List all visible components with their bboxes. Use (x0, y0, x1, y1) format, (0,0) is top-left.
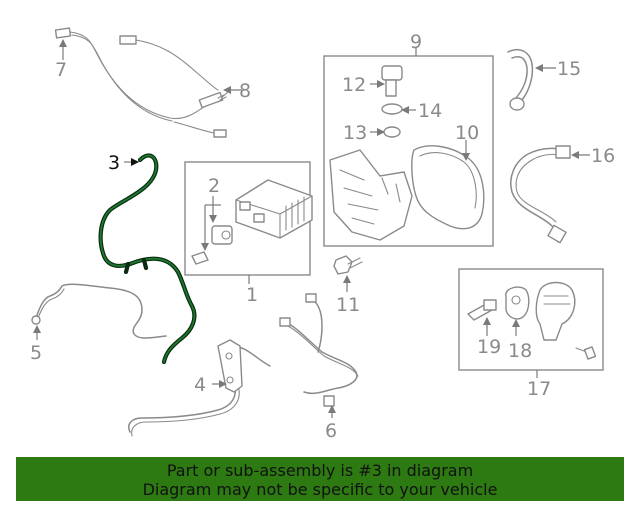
callout-5: 5 (30, 342, 42, 364)
part-15-hose: 15 (507, 48, 581, 111)
callout-1: 1 (246, 284, 258, 306)
callout-6: 6 (325, 420, 337, 442)
part-7-8-sensor-harness: 7 8 (54, 27, 251, 138)
part-5-tube: 5 (30, 283, 167, 364)
banner-line-1: Part or sub-assembly is #3 in diagram (166, 461, 474, 480)
callout-2: 2 (208, 175, 220, 197)
callout-17: 17 (527, 378, 551, 400)
callout-8: 8 (239, 80, 251, 102)
callout-4: 4 (194, 374, 206, 396)
parts-diagram: 7 8 3 5 2 1 (30, 27, 615, 442)
part-3-vacuum-hose-highlighted: 3 (98, 152, 197, 365)
banner-line-2: Diagram may not be specific to your vehi… (142, 480, 498, 499)
callout-16: 16 (591, 145, 615, 167)
part-1-canister-box: 2 1 (184, 161, 313, 306)
part-9-cover-box: 9 12 14 13 10 (323, 31, 494, 247)
callout-15: 15 (557, 58, 581, 80)
callout-11: 11 (336, 294, 360, 316)
part-16-tube: 16 (510, 145, 615, 244)
part-11-bolt: 11 (333, 255, 363, 316)
callout-19: 19 (477, 336, 501, 358)
part-4-bracket-tube: 4 (128, 339, 271, 437)
callout-18: 18 (508, 340, 532, 362)
callout-7: 7 (55, 59, 67, 81)
callout-9: 9 (410, 31, 422, 53)
part-17-valve-box: 19 18 17 (458, 268, 604, 400)
callout-13: 13 (343, 122, 367, 144)
callout-14: 14 (418, 100, 442, 122)
callout-12: 12 (342, 74, 366, 96)
callout-10: 10 (455, 122, 479, 144)
part-6-tube: 6 (279, 293, 359, 442)
callout-3: 3 (108, 152, 120, 174)
disclaimer-banner: Part or sub-assembly is #3 in diagram Di… (16, 457, 624, 501)
